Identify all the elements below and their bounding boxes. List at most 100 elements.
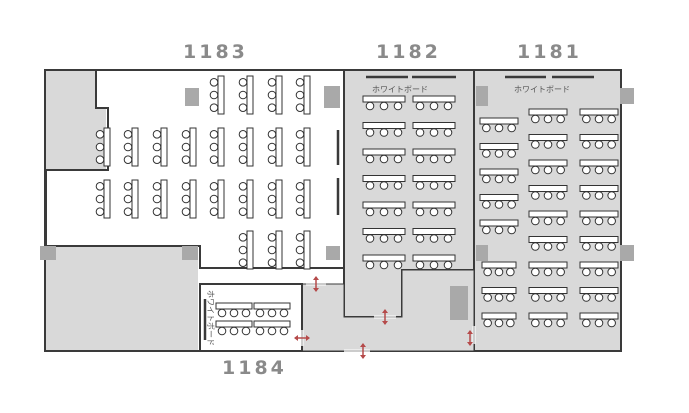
pillar-icon <box>185 88 199 106</box>
desk-table <box>479 219 519 227</box>
desk-table <box>481 287 517 294</box>
desk-table <box>412 122 456 129</box>
chair-icon <box>594 191 604 200</box>
chair-icon <box>482 200 491 209</box>
chair-icon <box>267 182 277 191</box>
chair-icon <box>181 130 191 139</box>
chair-icon <box>393 101 403 111</box>
desk <box>152 127 168 167</box>
desk-table <box>579 108 619 116</box>
desk <box>123 179 139 219</box>
chair-icon <box>95 207 105 216</box>
chair-icon <box>295 258 305 267</box>
chair-icon <box>295 194 305 204</box>
chair-icon <box>429 154 439 164</box>
desk <box>579 108 619 124</box>
desk-table <box>579 236 619 243</box>
desk <box>528 108 568 124</box>
chair-icon <box>483 267 492 277</box>
pillar-icon <box>620 245 634 261</box>
desk <box>267 127 283 167</box>
desk-table <box>528 159 568 167</box>
chair-icon <box>95 194 105 204</box>
desk-table <box>217 179 225 219</box>
chair-icon <box>582 293 591 302</box>
desk-table <box>246 75 254 115</box>
chair-icon <box>238 142 248 152</box>
chair-icon <box>482 174 491 184</box>
chair-icon <box>483 318 492 328</box>
desk <box>362 148 406 164</box>
desk-table <box>362 95 406 103</box>
desks-room-1183 <box>95 75 311 270</box>
arrow-head-right <box>306 335 310 341</box>
chair-icon <box>295 233 305 242</box>
desk <box>238 75 254 115</box>
chair-icon <box>267 326 277 336</box>
chair-icon <box>209 155 219 164</box>
desk-table <box>246 127 254 167</box>
room-label-1183: 1183 <box>183 41 248 63</box>
chair-icon <box>482 149 491 158</box>
chair-icon <box>607 318 616 328</box>
desk-table <box>215 302 253 310</box>
chair-icon <box>415 154 425 164</box>
desk-table <box>412 95 456 103</box>
desk-table <box>412 201 456 209</box>
chair-icon <box>531 165 540 175</box>
arrow-head-up <box>313 276 319 280</box>
desk-table <box>528 210 568 218</box>
desk <box>238 179 254 219</box>
desk <box>479 168 519 184</box>
chair-icon <box>365 207 375 217</box>
chair-icon <box>241 326 251 336</box>
desk <box>481 287 517 302</box>
desk <box>528 134 568 149</box>
chair-icon <box>295 142 305 152</box>
chair-icon <box>95 155 105 164</box>
chair-icon <box>267 155 277 164</box>
chair-icon <box>556 293 565 302</box>
desk <box>253 302 291 318</box>
desk <box>479 143 519 158</box>
desk-table <box>362 254 406 262</box>
arrow-head-up <box>360 343 366 347</box>
desks-room-1181 <box>479 108 619 328</box>
door-arrow-icon <box>313 276 319 292</box>
pillar-icon <box>40 246 56 260</box>
chair-icon <box>152 142 162 152</box>
desk-table <box>160 127 168 167</box>
chair-icon <box>365 181 375 190</box>
chair-icon <box>152 182 162 191</box>
chair-icon <box>379 101 389 111</box>
desk-table <box>579 261 619 269</box>
chair-icon <box>393 128 403 137</box>
chair-icon <box>255 308 265 318</box>
chair-icon <box>152 155 162 164</box>
desk <box>579 261 619 277</box>
chair-icon <box>556 242 565 251</box>
chair-icon <box>443 234 453 243</box>
desk-table <box>579 210 619 218</box>
chair-icon <box>415 260 425 270</box>
chair-icon <box>365 101 375 111</box>
desk-table <box>479 117 519 125</box>
chair-icon <box>379 154 389 164</box>
desk-table <box>362 228 406 235</box>
chair-icon <box>507 174 516 184</box>
desk <box>181 127 197 167</box>
chair-icon <box>267 233 277 242</box>
chair-icon <box>181 182 191 191</box>
arrow-head-up <box>382 309 388 313</box>
door-arrow-icon <box>382 309 388 325</box>
chair-icon <box>506 293 515 302</box>
desk <box>238 230 254 270</box>
arrow-head-down <box>360 355 366 359</box>
chair-icon <box>295 245 305 255</box>
chair-icon <box>607 242 616 251</box>
desk-table <box>253 302 291 310</box>
chair-icon <box>95 142 105 152</box>
desk <box>412 175 456 190</box>
desk-table <box>579 287 619 294</box>
